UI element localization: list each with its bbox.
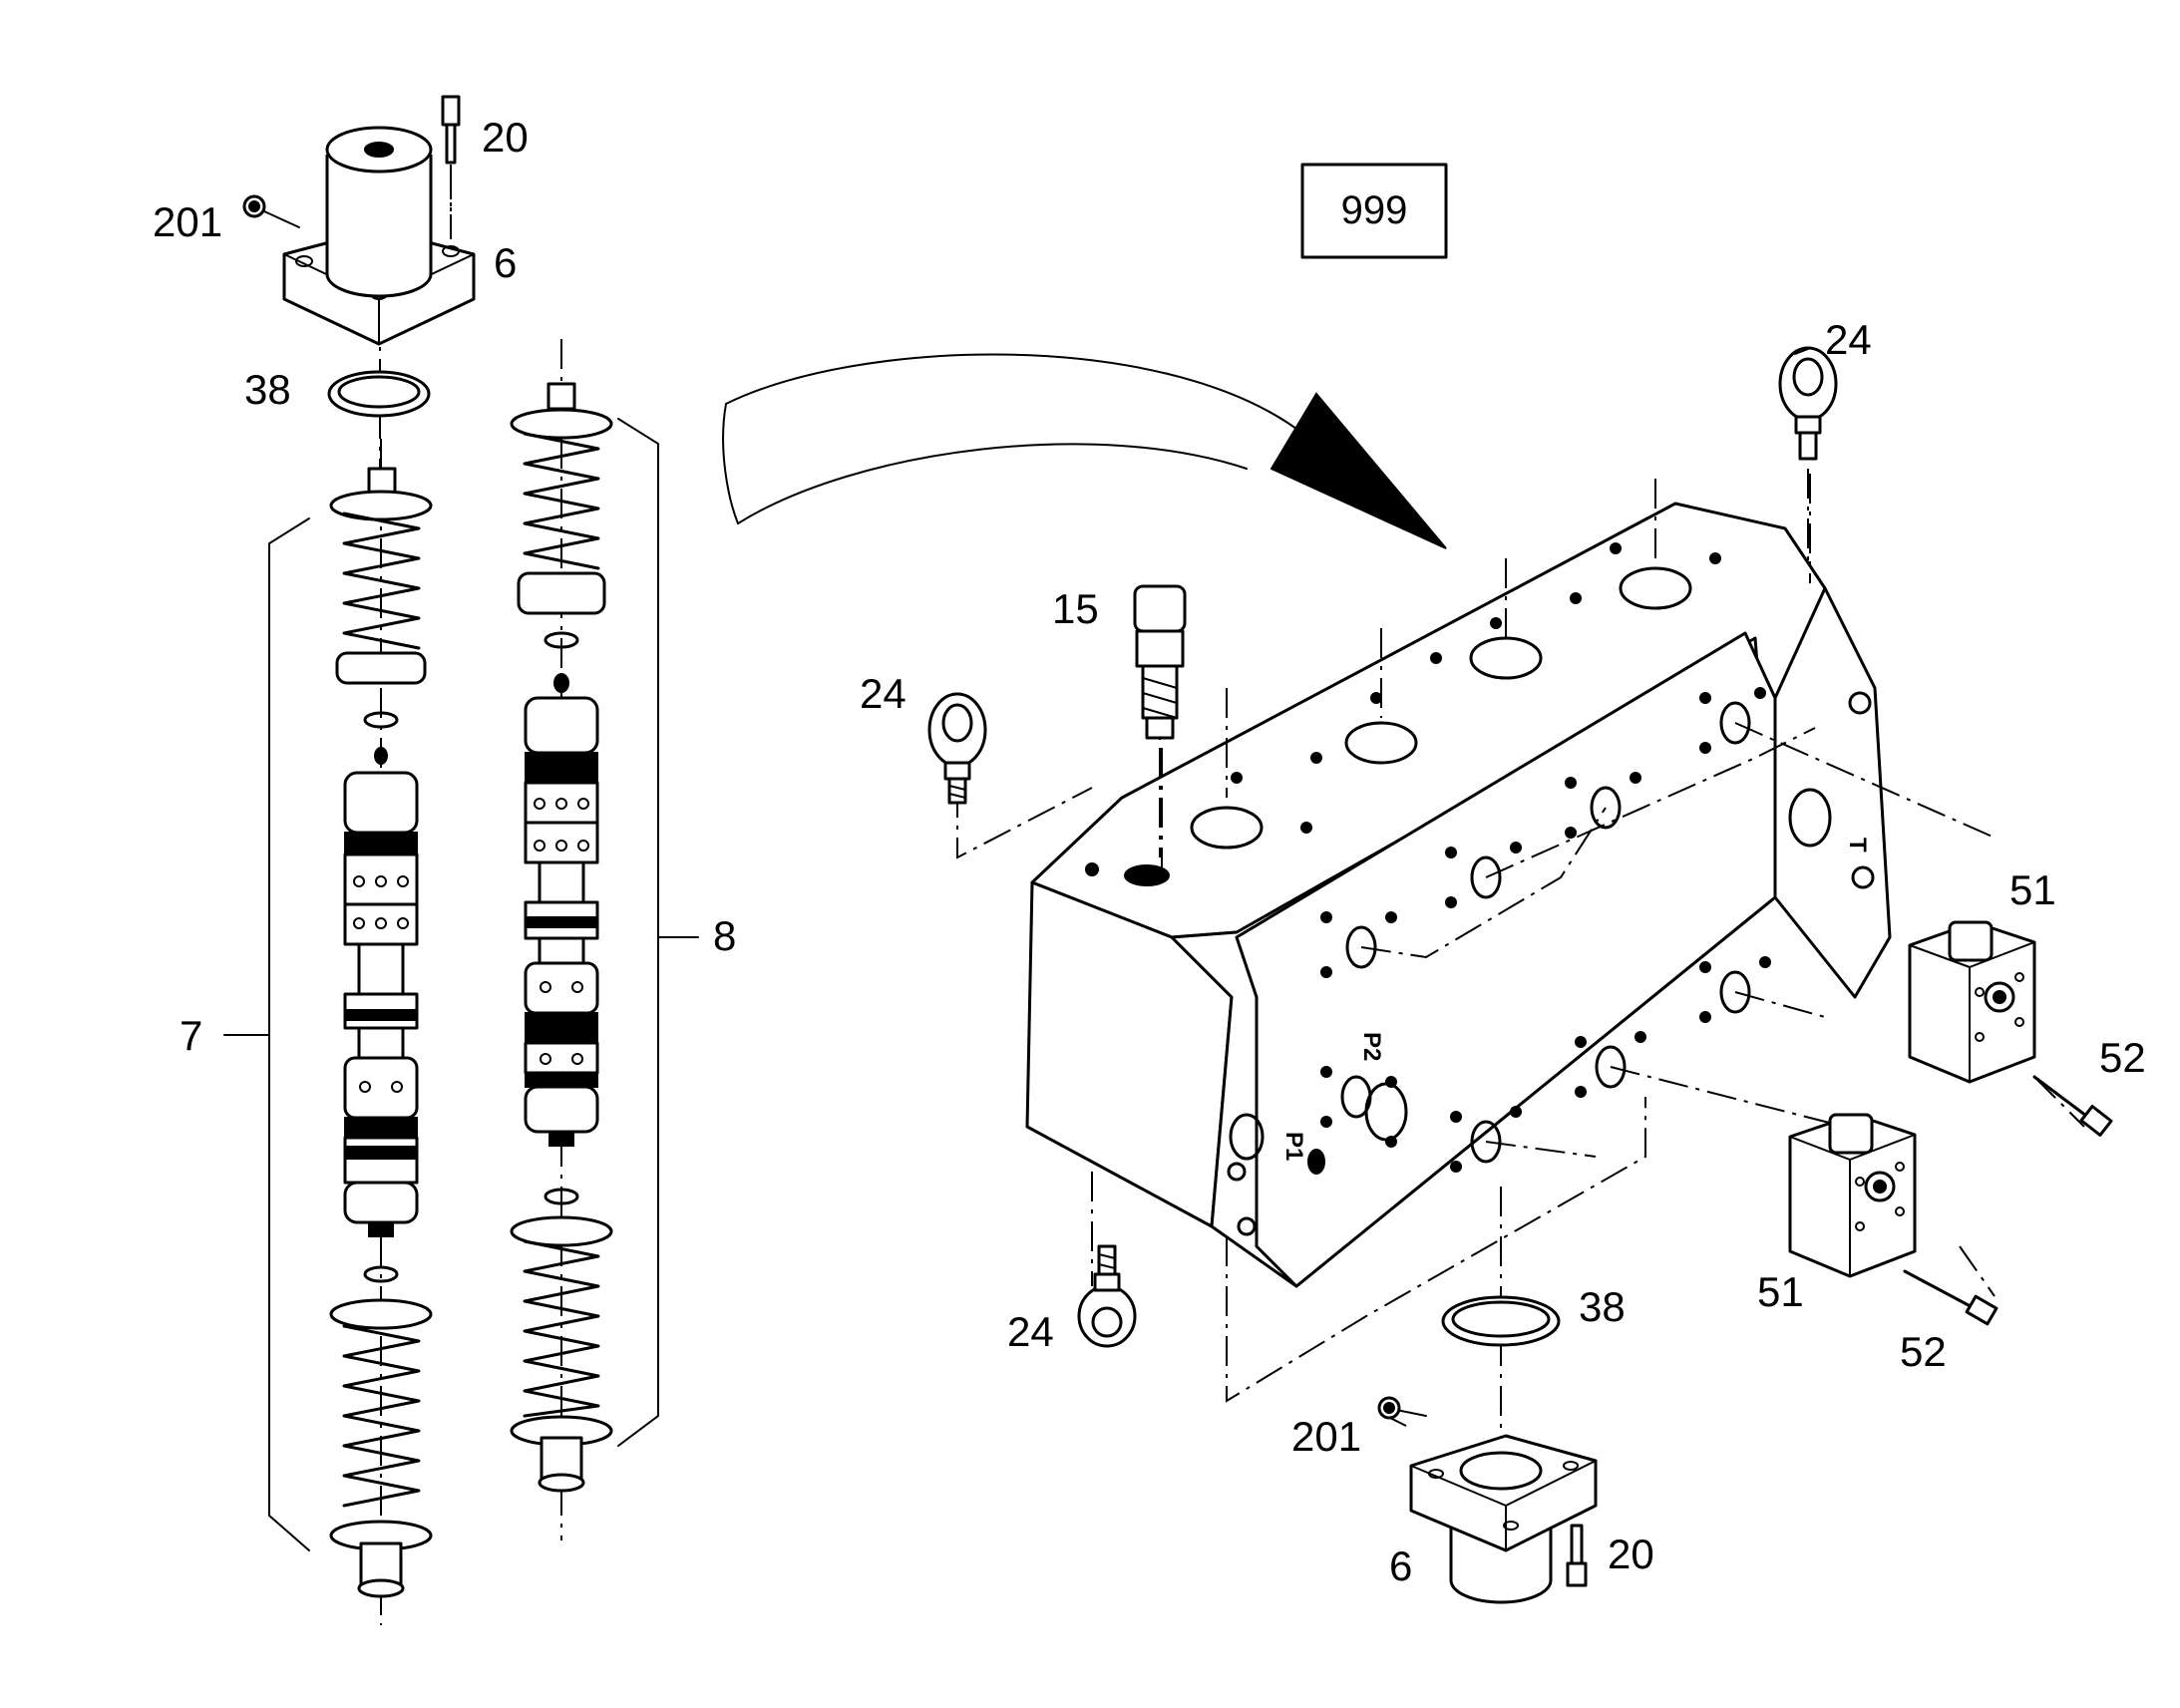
callout-52-lower: 52 <box>1900 1328 1947 1375</box>
callout-20-top: 20 <box>482 114 529 161</box>
valve-block: P1 P2 T <box>1025 502 1892 1288</box>
callout-24-left: 24 <box>860 670 907 717</box>
bottom-solenoid-cap <box>1377 1286 1598 1604</box>
callout-38-bottom: 38 <box>1579 1283 1626 1330</box>
callout-24-top: 24 <box>1825 316 1872 363</box>
leader-lines <box>450 165 1809 355</box>
bolt-52-upper <box>2032 1075 2113 1137</box>
port-p1-label: P1 <box>1280 1132 1307 1161</box>
callout-6-top: 6 <box>494 239 517 286</box>
diagram-id-box: 999 <box>1300 163 1448 259</box>
callout-7: 7 <box>180 1012 202 1059</box>
callout-24-bottom: 24 <box>1007 1308 1054 1355</box>
assembly-lines <box>956 474 2085 1427</box>
port-t-label: T <box>1844 838 1871 853</box>
bolt-52-lower <box>1903 1269 1998 1326</box>
direction-arrow <box>722 353 1447 549</box>
port-p2-label: P2 <box>1358 1032 1385 1061</box>
callout-52-upper: 52 <box>2099 1034 2146 1081</box>
solenoid-valve-51-lower <box>1788 1113 1917 1278</box>
top-solenoid-cap <box>242 95 476 479</box>
callout-38-top: 38 <box>244 366 291 413</box>
callout-51-upper: 51 <box>2009 866 2056 913</box>
callout-8: 8 <box>713 912 736 959</box>
spool-stack-7 <box>223 439 433 1625</box>
callout-20-bottom: 20 <box>1608 1531 1654 1577</box>
eye-bolt-24-left <box>927 692 987 805</box>
callout-51-lower: 51 <box>1757 1268 1804 1315</box>
callout-labels: 201 20 6 38 7 8 15 24 24 24 51 52 51 52 … <box>153 114 2146 1589</box>
callout-201-bottom: 201 <box>1291 1413 1361 1460</box>
eye-bolt-24-top <box>1778 346 1838 568</box>
plug-15 <box>1133 584 1187 857</box>
callout-201-top: 201 <box>153 198 222 245</box>
eye-bolt-24-bottom <box>1077 1244 1137 1348</box>
diagram-id-label: 999 <box>1341 188 1408 232</box>
callout-15: 15 <box>1052 585 1099 632</box>
callout-6-bottom: 6 <box>1389 1542 1412 1589</box>
spool-stack-8 <box>510 339 699 1540</box>
solenoid-valve-51-upper <box>1908 920 2036 1084</box>
